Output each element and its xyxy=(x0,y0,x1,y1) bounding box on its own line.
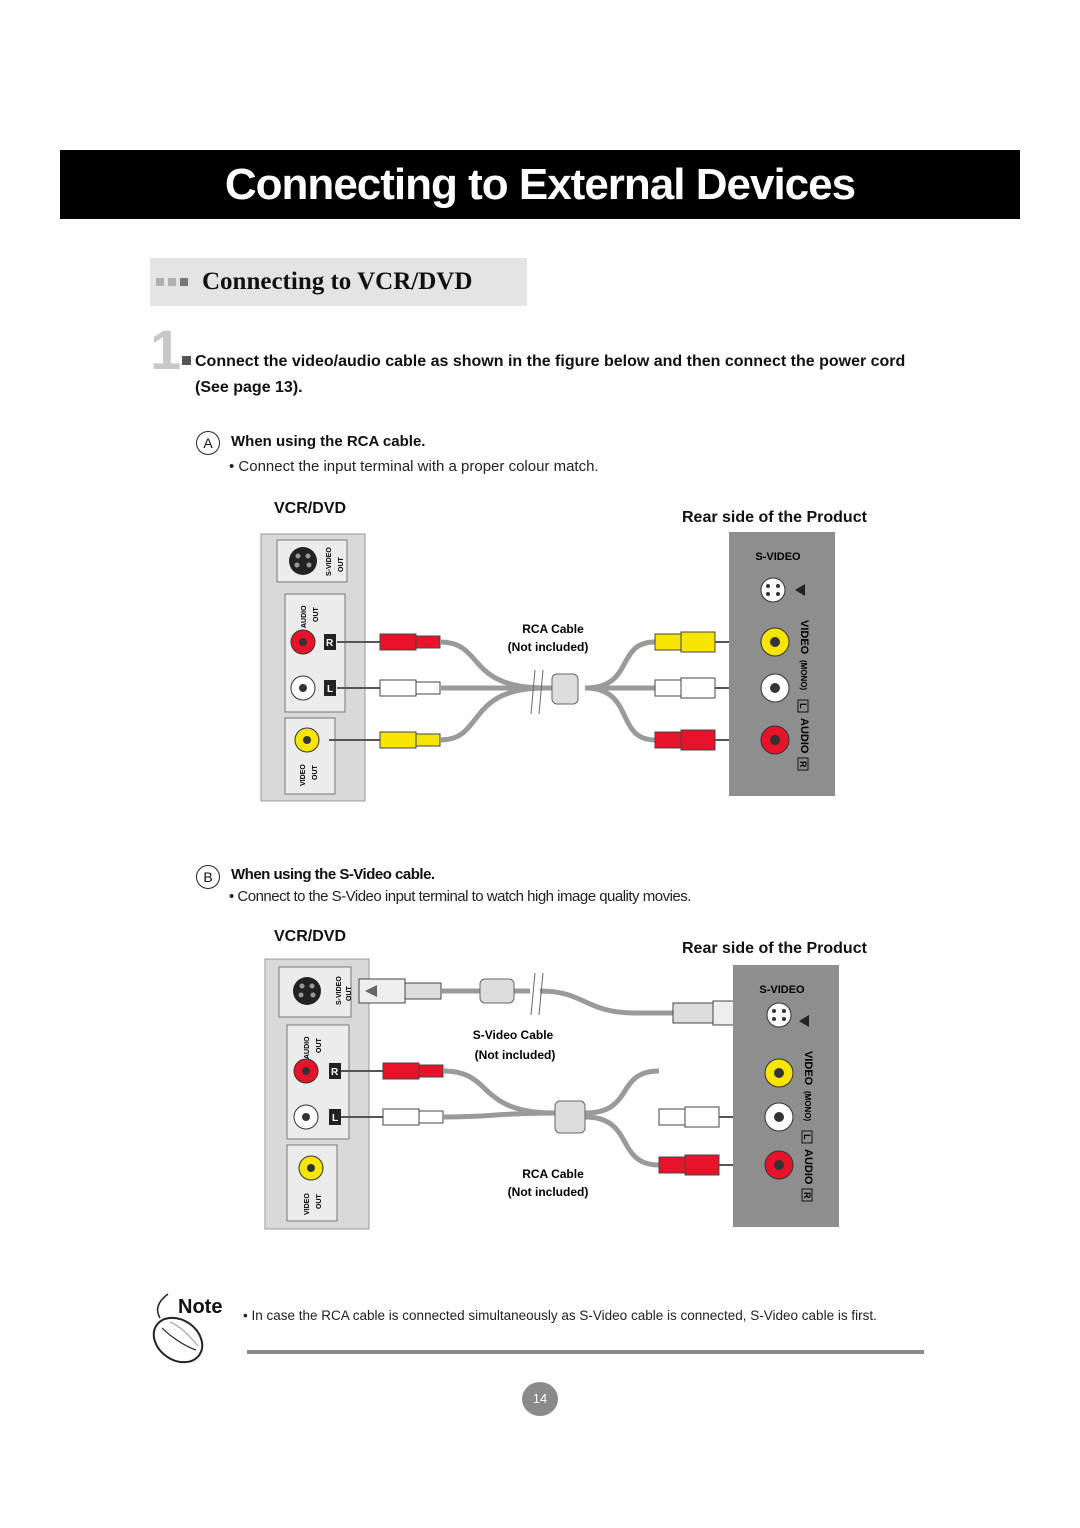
svideo-cable xyxy=(441,988,673,1016)
rear-side-label-a: Rear side of the Product xyxy=(682,509,867,526)
rca-cable-label-b: RCA Cable xyxy=(522,1167,584,1181)
rca-audio-cable xyxy=(442,1068,660,1168)
rear-side-label-b: Rear side of the Product xyxy=(682,940,867,957)
rca-cable-note: (Not included) xyxy=(508,640,589,654)
section-b-heading: When using the S-Video cable. xyxy=(231,866,435,883)
yellow-plug-right xyxy=(654,633,682,651)
vcr-dvd-label-b: VCR/DVD xyxy=(274,928,347,945)
video-in-label: VIDEO xyxy=(798,620,810,655)
svideo-out-jack-b xyxy=(293,977,321,1005)
section-a-letter: A xyxy=(196,431,220,455)
svideo-out-jack xyxy=(289,547,317,575)
svideo-in-label: S-VIDEO xyxy=(755,551,801,563)
product-panel xyxy=(729,532,835,796)
white-plug-left xyxy=(379,679,417,697)
svideo-in-label-b: S-VIDEO xyxy=(759,984,805,996)
video-out-text: VIDEO xyxy=(300,764,307,786)
step-dot xyxy=(182,356,191,365)
note-divider xyxy=(247,1350,924,1354)
r-tag xyxy=(324,634,336,650)
yellow-plug-left xyxy=(379,731,417,749)
svideo-in-jack-b xyxy=(766,1002,792,1028)
svideo-plug-right xyxy=(672,1002,714,1024)
section-title: Connecting to VCR/DVD xyxy=(202,268,473,295)
step-number: 1 xyxy=(150,318,182,381)
rca-connection-diagram: S-VIDEO OUT AUDIO OUT R L VIDEO OUT RCA … xyxy=(260,532,835,802)
audio-out-text-b: AUDIO xyxy=(304,1036,311,1059)
l-tag xyxy=(324,680,336,696)
product-panel-b xyxy=(733,965,839,1227)
video-in-label-b: VIDEO xyxy=(802,1051,814,1086)
rca-cable xyxy=(439,639,656,743)
section-b-bullet: • Connect to the S-Video input terminal … xyxy=(229,888,691,905)
vcr-dvd-label-a: VCR/DVD xyxy=(274,500,347,517)
video-out-text-b: VIDEO xyxy=(304,1193,311,1215)
audio-out-text-2: OUT xyxy=(313,607,320,623)
cable-ferrite xyxy=(551,673,579,705)
rca-cable-label: RCA Cable xyxy=(522,622,584,636)
r-in-tag-b: R xyxy=(802,1192,812,1199)
video-out-text-b2: OUT xyxy=(316,1194,323,1210)
mono-label-b: (MONO) xyxy=(803,1091,812,1122)
note-text: • In case the RCA cable is connected sim… xyxy=(243,1308,877,1323)
mouse-note-icon xyxy=(152,1293,204,1364)
svideo-connection-diagram: S-VIDEO OUT AUDIO OUT R L VIDEO OUT S-Vi… xyxy=(264,958,839,1230)
red-plug-left xyxy=(379,633,417,651)
section-a-bullet: • Connect the input terminal with a prop… xyxy=(229,458,599,475)
step-text: Connect the video/audio cable as shown i… xyxy=(195,353,906,396)
bullet-square-icon xyxy=(180,278,188,286)
l-tag-text-b: L xyxy=(332,1113,338,1124)
r-in-tag: R xyxy=(798,761,808,768)
white-plug-right xyxy=(654,679,682,697)
section-heading: Connecting to VCR/DVD xyxy=(150,258,527,306)
svideo-plug-left xyxy=(358,978,406,1004)
audio-in-label-b: AUDIO xyxy=(802,1149,814,1185)
section-b-letter: B xyxy=(196,865,220,889)
video-out-text-2: OUT xyxy=(312,765,319,781)
audio-out-text: AUDIO xyxy=(301,605,308,628)
mono-label: (MONO) xyxy=(799,660,808,691)
svideo-cable-note: (Not included) xyxy=(475,1048,556,1062)
bullet-square-icon xyxy=(156,278,164,286)
page-title: Connecting to External Devices xyxy=(224,159,856,209)
l-in-tag: L xyxy=(798,703,808,709)
svideo-out-text-b: S-VIDEO xyxy=(336,976,343,1005)
audio-out-text-b2: OUT xyxy=(316,1038,323,1054)
red-plug-right xyxy=(654,731,682,749)
l-in-tag-b: L xyxy=(802,1134,812,1140)
svideo-cable-label: S-Video Cable xyxy=(473,1028,554,1042)
l-tag-text: L xyxy=(327,684,333,695)
rca-cable-note-b: (Not included) xyxy=(508,1185,589,1199)
svideo-out-text-b2: OUT xyxy=(346,986,353,1002)
page-title-bar: Connecting to External Devices xyxy=(60,150,1020,219)
svideo-out-text-2: OUT xyxy=(338,557,345,573)
bullet-square-icon xyxy=(168,278,176,286)
section-a-heading: When using the RCA cable. xyxy=(231,433,426,450)
audio-in-label: AUDIO xyxy=(798,718,810,754)
svideo-in-jack xyxy=(760,577,786,603)
r-tag-text: R xyxy=(326,638,334,649)
svideo-out-text: S-VIDEO xyxy=(326,547,333,576)
r-tag-text-b: R xyxy=(331,1067,339,1078)
note-label: Note xyxy=(178,1296,223,1318)
page-number: 14 xyxy=(522,1382,558,1416)
